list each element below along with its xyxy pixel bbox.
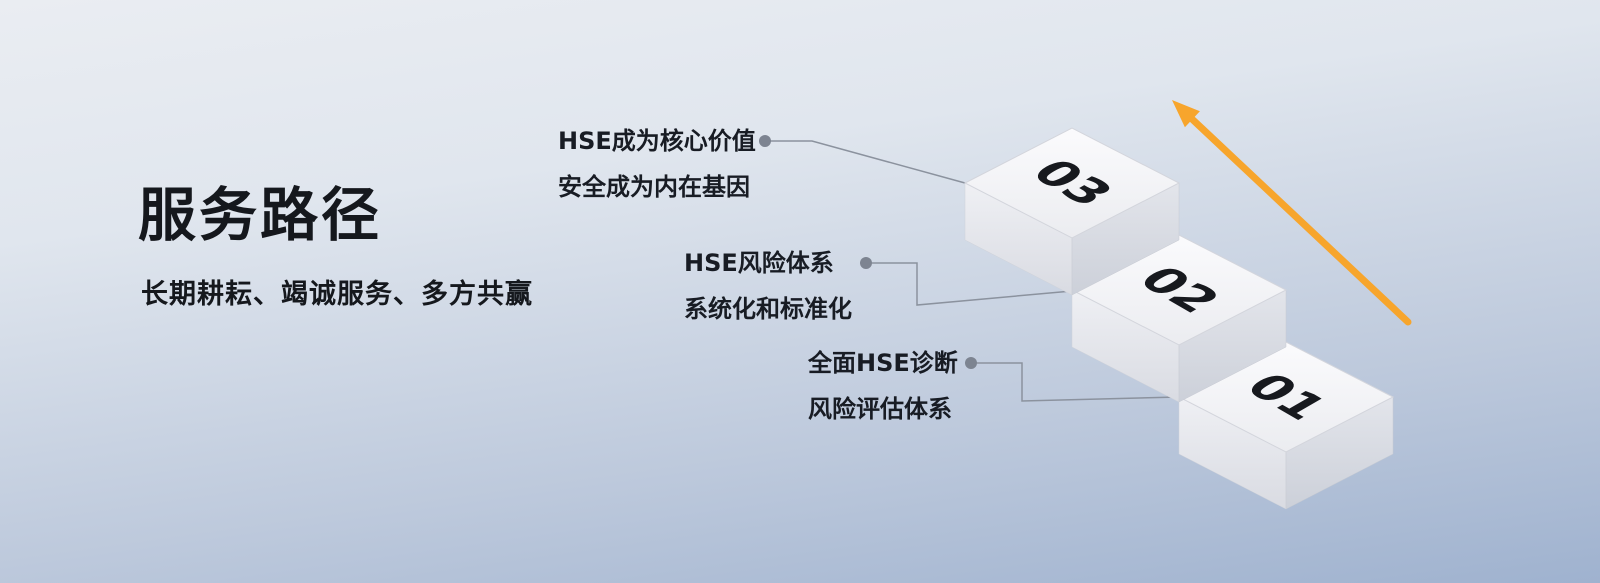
connector-line-step3 <box>770 140 966 184</box>
page-title: 服务路径 <box>138 181 383 249</box>
step-1-callout: 全面HSE诊断 风险评估体系 <box>808 340 958 432</box>
step-2-callout-line1: HSE风险体系 <box>684 249 834 277</box>
step-1-callout-line2: 风险评估体系 <box>808 395 952 423</box>
connector-line-step1 <box>977 362 1180 402</box>
step-1-callout-line1: 全面HSE诊断 <box>808 349 958 377</box>
connector-line-step2 <box>872 262 1073 306</box>
connector-dot-step2 <box>860 257 872 269</box>
step-3-callout: HSE成为核心价值 安全成为内在基因 <box>558 118 756 210</box>
staircase: 03 02 01 <box>963 127 1395 510</box>
page-subtitle: 长期耕耘、竭诚服务、多方共赢 <box>141 279 533 310</box>
step-3 <box>963 127 1181 296</box>
connector-dot-step1 <box>965 357 977 369</box>
connector-dot-step3 <box>759 135 771 147</box>
step-2-callout-line2: 系统化和标准化 <box>684 295 852 323</box>
step-3-callout-line1: HSE成为核心价值 <box>558 127 756 155</box>
connector-lines <box>759 135 1180 402</box>
growth-arrow-shaft <box>1188 115 1412 326</box>
growth-arrow <box>1172 100 1412 326</box>
step-2-callout: HSE风险体系 系统化和标准化 <box>684 240 852 332</box>
arrowhead-icon <box>1172 100 1200 128</box>
step-3-top-face <box>963 127 1181 239</box>
step-3-callout-line2: 安全成为内在基因 <box>558 173 750 201</box>
